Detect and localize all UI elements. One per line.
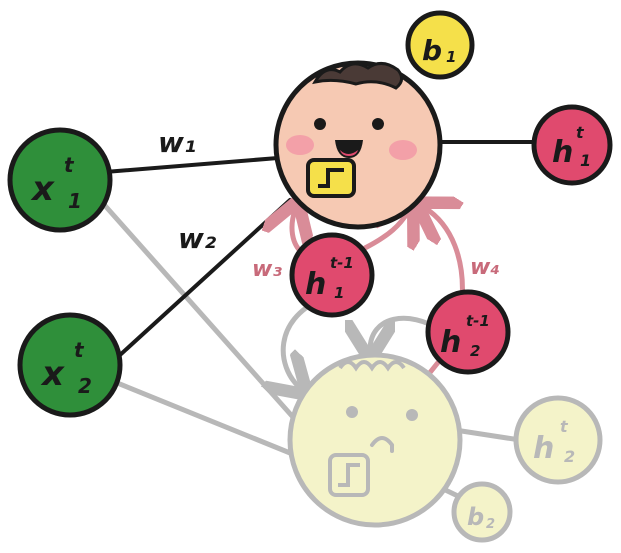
weight-w1-label: w₁ (158, 126, 196, 159)
neuron-1-step-icon (318, 168, 344, 188)
input-x1-sub: 1 (68, 189, 82, 213)
neuron-2-mouth (370, 436, 394, 453)
output-h2-sub: 2 (564, 447, 575, 466)
input-x2: x t 2 (17, 312, 123, 418)
bias-b2-sub: 2 (486, 517, 495, 532)
neuron-1-cheek-left (286, 135, 314, 155)
neuron-1-mouth (335, 140, 363, 158)
input-x2-base: x (40, 354, 65, 394)
neuron-1 (273, 60, 443, 230)
bias-b1-circle (405, 10, 475, 80)
bias-b2-circle (451, 481, 513, 543)
neuron-1-eye-left (314, 118, 326, 130)
bias-b1-base: b (422, 34, 442, 67)
output-h2-sup: t (560, 417, 569, 436)
output-h1-sub: 1 (580, 151, 591, 170)
bias-b1: b 1 (405, 10, 475, 80)
edge-h2prev-to-neuron1 (425, 208, 465, 303)
neuron-1-cheek-right (389, 140, 417, 160)
weight-w4-label: w₄ (470, 255, 500, 280)
input-x1: x t 1 (7, 127, 113, 233)
recurrent-h2-prev-base: h (440, 325, 461, 360)
bias-b2: b 2 (451, 481, 513, 543)
edge-h1prev-to-neuron1-right (362, 212, 408, 248)
output-h1-circle (531, 104, 613, 186)
edge-x2-to-neuron1 (118, 198, 292, 357)
recurrent-h2-prev-circle (425, 289, 511, 375)
edge-x1-to-neuron1 (103, 156, 280, 174)
input-x2-sup: t (74, 338, 85, 362)
neuron-2-hair (338, 360, 406, 372)
output-h1-sup: t (576, 123, 585, 142)
recurrent-h1-prev-circle (289, 232, 375, 318)
output-h2-base: h (533, 431, 554, 466)
neuron-2-eye-right (406, 409, 418, 421)
edge-x2-to-neuron2 (107, 377, 298, 458)
input-x1-base: x (30, 169, 55, 209)
output-h1-base: h (552, 135, 573, 170)
neuron-2-eye-left (346, 406, 358, 418)
recurrent-h1-prev-base: h (305, 267, 326, 302)
neuron-2-step-icon (338, 463, 360, 487)
recurrent-h2-prev-sup: t-1 (466, 312, 490, 330)
edge-neuron2-to-h2 (452, 427, 523, 443)
weight-w3-label: w₃ (252, 257, 282, 282)
output-h2: h t 2 (513, 395, 603, 485)
input-x1-sup: t (64, 153, 75, 177)
input-x2-circle (17, 312, 123, 418)
recurrent-h1-prev-sub: 1 (334, 284, 344, 302)
recurrent-h2-prev-sub: 2 (470, 342, 480, 360)
recurrent-h1-prev: h t-1 1 (289, 232, 375, 318)
recurrent-h1-prev-sup: t-1 (330, 254, 354, 272)
bias-b1-sub: 1 (446, 48, 456, 66)
neuron-1-eye-right (372, 118, 384, 130)
bias-b2-base: b (467, 503, 484, 531)
neuron-1-tongue (340, 150, 358, 156)
output-h2-circle (513, 395, 603, 485)
input-x1-circle (7, 127, 113, 233)
weight-w2-label: w₂ (178, 222, 217, 255)
input-x2-sub: 2 (78, 374, 92, 398)
neuron-1-hair (312, 62, 403, 90)
output-h1: h t 1 (531, 104, 613, 186)
dark-edges (103, 140, 537, 357)
neuron-1-activation-box (306, 158, 356, 198)
recurrent-h2-prev: h t-1 2 (425, 289, 511, 375)
neuron-2 (287, 352, 463, 528)
